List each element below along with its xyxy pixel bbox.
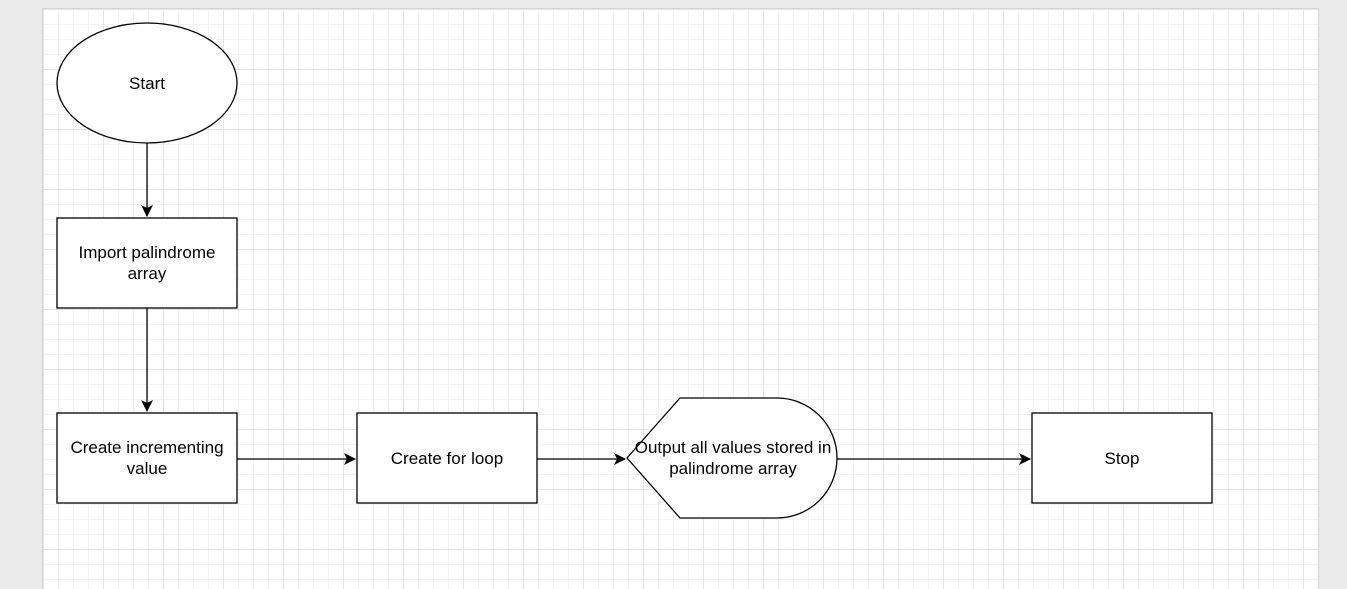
output-node-label: Output all values stored in palindrome a… (634, 438, 832, 478)
diagram-canvas[interactable] (42, 8, 1319, 589)
import-node-label: Import palindrome array (78, 243, 216, 283)
increment-node-label: Create incrementing value (70, 438, 224, 478)
stop-node-label: Stop (1104, 448, 1140, 468)
import-node-box[interactable] (56, 217, 238, 309)
output-node-display-shape[interactable] (626, 397, 838, 519)
loop-node-label: Create for loop (390, 448, 504, 468)
stop-node-box[interactable] (1031, 412, 1213, 504)
start-node-label: Start (129, 73, 165, 93)
loop-node-box[interactable] (356, 412, 538, 504)
start-node-ellipse[interactable] (56, 22, 238, 144)
increment-node-box[interactable] (56, 412, 238, 504)
